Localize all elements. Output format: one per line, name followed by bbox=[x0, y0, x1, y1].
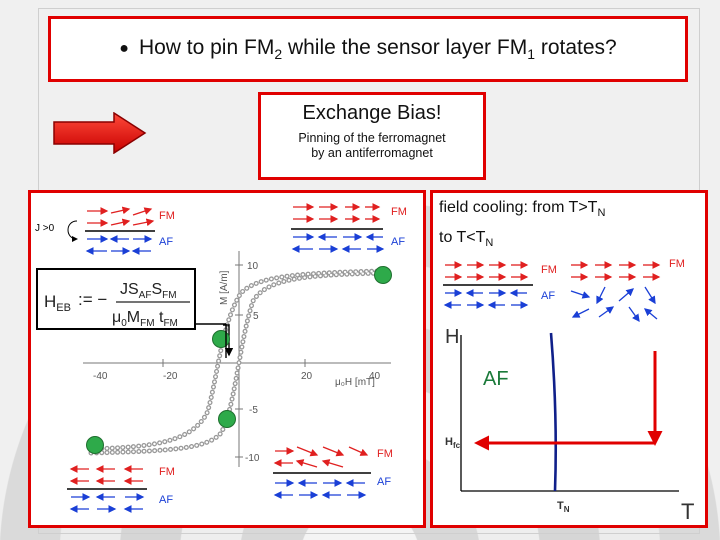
field-cooling-panel: field cooling: from T>TN to T<TN bbox=[430, 190, 708, 528]
spin-config-top-left: J >0 FM AF bbox=[35, 206, 175, 255]
y-axis-label: M [A/m] bbox=[219, 270, 230, 305]
slide-title: ● How to pin FM2 while the sensor layer … bbox=[48, 16, 688, 82]
y-tick-4: -10 bbox=[245, 453, 260, 464]
af-label-bl: AF bbox=[159, 494, 173, 506]
fm-label-cooled: FM bbox=[541, 264, 557, 276]
x-tick-3: 20 bbox=[301, 371, 313, 382]
state-marker-lower-switch bbox=[218, 410, 236, 428]
state-marker-saturation-neg bbox=[86, 436, 104, 454]
exchange-bias-box: Exchange Bias! Pinning of the ferromagne… bbox=[258, 92, 486, 180]
svg-text:HEB: HEB bbox=[44, 292, 71, 314]
hysteresis-figure: J >0 FM AF FM AF bbox=[35, 203, 407, 513]
x-tick-1: -40 bbox=[93, 371, 108, 382]
fm-label-br: FM bbox=[377, 448, 393, 460]
h-axis-label: H bbox=[445, 326, 459, 348]
formula-connector bbox=[196, 323, 227, 358]
t-axis-label: T bbox=[681, 499, 694, 524]
x-axis-label: μ₀H [mT] bbox=[335, 377, 375, 388]
y-tick-1: 10 bbox=[247, 261, 259, 272]
spin-config-hot: FM bbox=[570, 258, 685, 323]
x-tick-4: 40 bbox=[369, 371, 381, 382]
af-label-tl: AF bbox=[159, 236, 173, 248]
exchange-bias-subtitle: Pinning of the ferromagnet by an antifer… bbox=[298, 131, 446, 160]
title-text: How to pin FM2 while the sensor layer FM… bbox=[138, 35, 617, 63]
coupling-label: J >0 bbox=[35, 223, 55, 234]
bullet-icon: ● bbox=[119, 40, 129, 57]
right-arrow-icon bbox=[53, 112, 147, 154]
af-label-cooled: AF bbox=[541, 290, 555, 302]
spin-config-bottom-left: FM AF bbox=[67, 465, 175, 513]
af-label-br: AF bbox=[377, 476, 391, 488]
fm-label-hot: FM bbox=[669, 258, 685, 270]
spin-config-bottom-right: FM AF bbox=[273, 446, 393, 499]
phase-diagram: FM AF FM H T AF bbox=[443, 258, 694, 524]
af-label-tr: AF bbox=[391, 236, 405, 248]
y-tick-2: 5 bbox=[253, 311, 259, 322]
exchange-bias-formula: HEB := − JSAFSFM μ0MFM tFM bbox=[36, 268, 196, 330]
hfc-label: Hfc bbox=[445, 436, 461, 450]
svg-text:JSAFSFM: JSAFSFM bbox=[120, 281, 177, 301]
field-cooling-line2: to T<TN bbox=[439, 229, 494, 250]
bias-shift-arrow bbox=[223, 324, 234, 357]
svg-text::= −: := − bbox=[78, 290, 107, 309]
spin-config-cooled: FM AF bbox=[443, 261, 557, 309]
af-region-label: AF bbox=[483, 368, 509, 390]
exchange-bias-title: Exchange Bias! bbox=[302, 102, 442, 124]
field-cooling-line1: field cooling: from T>TN bbox=[439, 199, 606, 220]
svg-text:μ0MFM tFM: μ0MFM tFM bbox=[112, 309, 178, 328]
state-marker-saturation-pos bbox=[374, 266, 392, 284]
x-tick-2: -20 bbox=[163, 371, 178, 382]
fm-label-tl: FM bbox=[159, 210, 175, 222]
y-tick-3: -5 bbox=[249, 405, 258, 416]
fm-label-tr: FM bbox=[391, 206, 407, 218]
state-marker-upper-switch bbox=[212, 330, 230, 348]
tn-label: TN bbox=[557, 500, 570, 514]
neel-boundary-line bbox=[549, 332, 558, 492]
spin-config-top-right: FM AF bbox=[291, 203, 407, 253]
fm-label-bl: FM bbox=[159, 466, 175, 478]
hysteresis-panel: J >0 FM AF FM AF bbox=[28, 190, 426, 528]
